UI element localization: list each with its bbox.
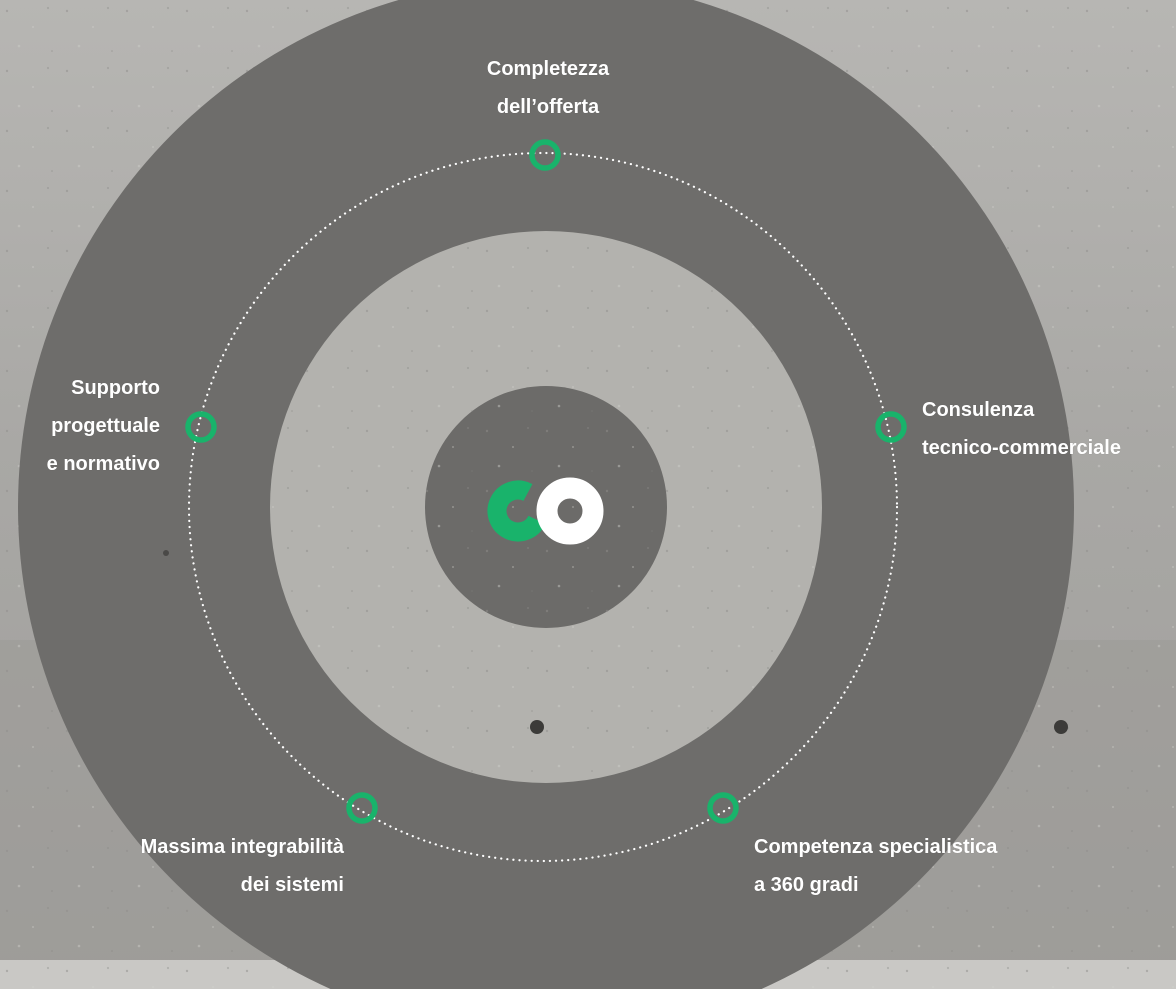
- feature-label-line: progettuale: [51, 415, 160, 437]
- feature-label-line: Completezza: [486, 58, 610, 80]
- ring-marker-icon: [185, 411, 217, 443]
- feature-label-line: Consulenza: [922, 399, 1035, 421]
- feature-label-line: Competenza specialistica: [754, 836, 998, 858]
- wall-hole: [163, 550, 169, 556]
- ring-marker-icon: [346, 792, 378, 824]
- feature-label-line: e normativo: [46, 453, 160, 475]
- feature-label-line: dei sistemi: [240, 874, 344, 896]
- ring-marker-icon: [707, 792, 739, 824]
- feature-label-line: dell’offerta: [496, 96, 600, 118]
- feature-label-integrabilita: Massima integrabilità dei sistemi: [80, 828, 344, 904]
- feature-label-supporto: Supporto progettuale e normativo: [0, 369, 160, 483]
- feature-label-line: tecnico-commerciale: [922, 437, 1121, 459]
- feature-label-completezza: Completezza dell’offerta: [468, 50, 628, 126]
- logo-o-mark: [536, 477, 604, 545]
- ring-marker-icon: [529, 139, 561, 171]
- feature-label-line: Massima integrabilità: [140, 836, 344, 858]
- ring-marker-icon: [875, 411, 907, 443]
- feature-label-competenza: Competenza specialistica a 360 gradi: [754, 828, 997, 904]
- feature-label-line: Supporto: [71, 377, 160, 399]
- wall-hole: [530, 720, 544, 734]
- feature-label-line: a 360 gradi: [754, 874, 859, 896]
- logo-c-mark: [487, 480, 549, 542]
- dotted-orbit: [187, 151, 899, 863]
- logo: [487, 477, 604, 545]
- feature-label-consulenza: Consulenza tecnico-commerciale: [922, 391, 1121, 467]
- wall-hole: [1054, 720, 1068, 734]
